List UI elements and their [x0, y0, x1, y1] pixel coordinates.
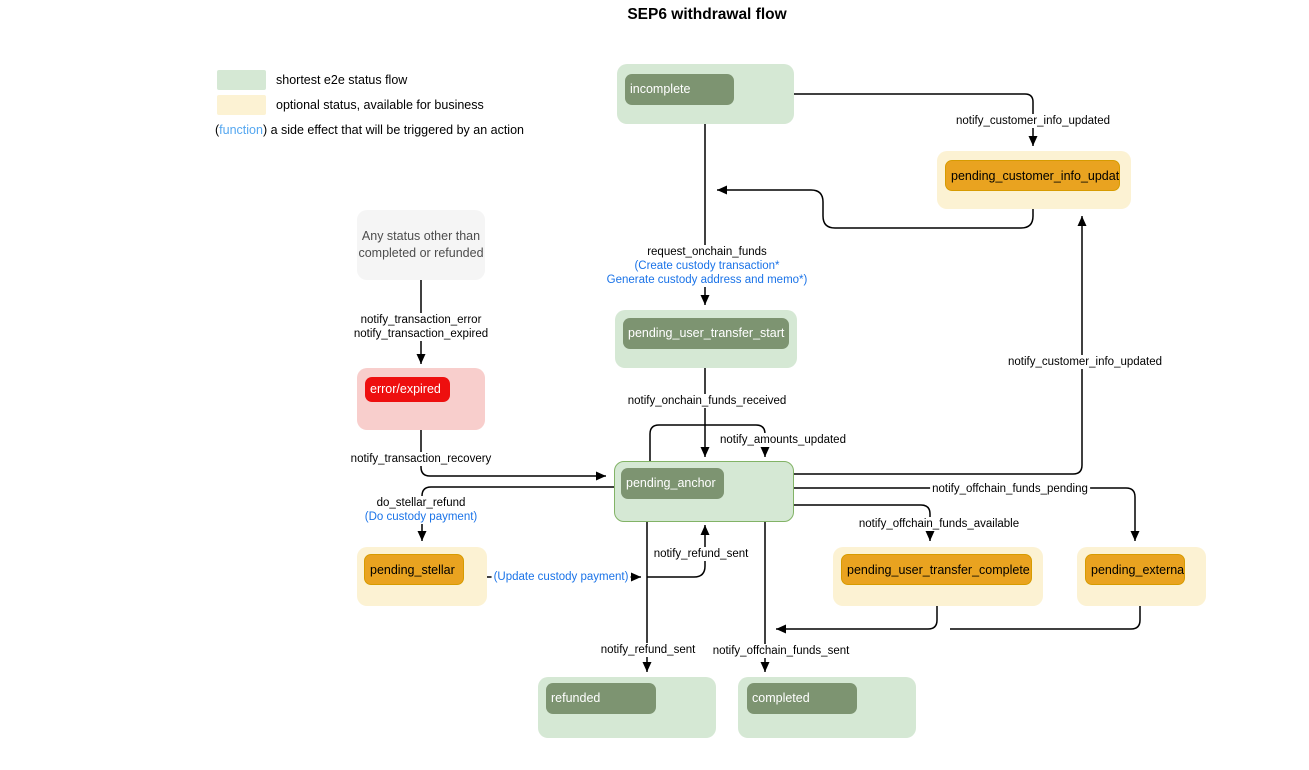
edge-label-notify-transaction-recovery: notify_transaction_recovery [348, 452, 494, 466]
edge-label-notify-onchain-funds-received: notify_onchain_funds_received [625, 394, 789, 408]
node-pending-anchor: pending_anchor [614, 461, 794, 522]
legend-green-swatch [217, 70, 266, 90]
legend-yellow-swatch [217, 95, 266, 115]
edge-pending-user-transfer-complete-to-completed-merge [776, 606, 938, 634]
node-error-expired: error/expired [357, 368, 485, 430]
node-pending-external: pending_external [1077, 547, 1206, 606]
edge-label-notify-amounts-updated: notify_amounts_updated [718, 433, 848, 447]
node-refunded-label: refunded [546, 683, 656, 714]
edge-error-expired-to-pending-anchor [420, 430, 606, 481]
legend-function-note: (function) a side effect that will be tr… [215, 123, 524, 137]
edge-label-notify-transaction-error-expired: notify_transaction_error notify_transact… [351, 313, 491, 341]
node-incomplete: incomplete [617, 64, 794, 124]
legend-paren-close: ) [262, 123, 268, 137]
edge-label-request-onchain-funds: request_onchain_funds (Create custody tr… [604, 245, 810, 287]
legend-function-word: function [219, 123, 263, 137]
node-refunded: refunded [538, 677, 716, 738]
edge-pending-anchor-to-pending-stellar [417, 486, 614, 541]
diagram-title: SEP6 withdrawal flow [627, 6, 787, 23]
edge-pending-anchor-to-pending-external [792, 487, 1140, 541]
node-pending-user-transfer-complete: pending_user_transfer_complete [833, 547, 1043, 606]
edge-label-do-stellar-refund: do_stellar_refund (Do custody payment) [362, 496, 480, 524]
node-completed-label: completed [747, 683, 857, 714]
edge-label-update-custody-payment: (Update custody payment) [491, 570, 631, 584]
node-pending-customer-info-update: pending_customer_info_update [937, 151, 1131, 209]
node-pending-user-transfer-complete-label: pending_user_transfer_complete [841, 554, 1032, 585]
node-any-status-note: Any status other than completed or refun… [357, 210, 485, 280]
edge-incomplete-to-pending-customer-info-update [794, 93, 1038, 146]
edge-pending-anchor-to-pending-customer-info-update [792, 216, 1087, 475]
node-pending-stellar-label: pending_stellar [364, 554, 464, 585]
edge-pending-anchor-to-pending-user-transfer-complete [792, 504, 935, 541]
any-status-line1: Any status other than [361, 229, 481, 243]
edge-label-notify-customer-info-updated-top: notify_customer_info_updated [953, 114, 1113, 128]
legend-function-text: a side effect that will be triggered by … [267, 123, 524, 137]
edge-label-notify-refund-sent-up: notify_refund_sent [651, 547, 751, 561]
edge-pending-customer-info-update-return [717, 185, 1034, 229]
edge-pending-stellar-to-pending-anchor [647, 525, 710, 578]
node-pending-user-transfer-start-label: pending_user_transfer_start [623, 318, 789, 349]
node-any-status-note-text: Any status other than completed or refun… [357, 210, 485, 280]
node-completed: completed [738, 677, 916, 738]
edge-label-notify-offchain-funds-sent: notify_offchain_funds_sent [710, 644, 852, 658]
node-pending-external-label: pending_external [1085, 554, 1185, 585]
legend-yellow-label: optional status, available for business [276, 98, 484, 112]
legend-paren-open: ( [215, 123, 220, 137]
edge-label-notify-refund-sent-down: notify_refund_sent [598, 643, 698, 657]
node-pending-stellar: pending_stellar [357, 547, 487, 606]
node-pending-anchor-label: pending_anchor [621, 468, 724, 499]
edge-label-notify-offchain-funds-pending: notify_offchain_funds_pending [930, 482, 1090, 496]
node-error-expired-label: error/expired [365, 377, 450, 402]
node-pending-customer-info-update-label: pending_customer_info_update [945, 160, 1120, 191]
any-status-line2: completed or refunded [358, 246, 484, 260]
node-incomplete-label: incomplete [625, 74, 734, 105]
edge-pending-external-to-completed-merge [950, 606, 1141, 630]
edge-label-notify-customer-info-updated-right: notify_customer_info_updated [1005, 355, 1165, 369]
node-pending-user-transfer-start: pending_user_transfer_start [615, 310, 797, 368]
legend-green-label: shortest e2e status flow [276, 73, 408, 87]
edge-label-notify-offchain-funds-available: notify_offchain_funds_available [856, 517, 1022, 531]
edge-pending-anchor-self-loop [649, 424, 770, 461]
